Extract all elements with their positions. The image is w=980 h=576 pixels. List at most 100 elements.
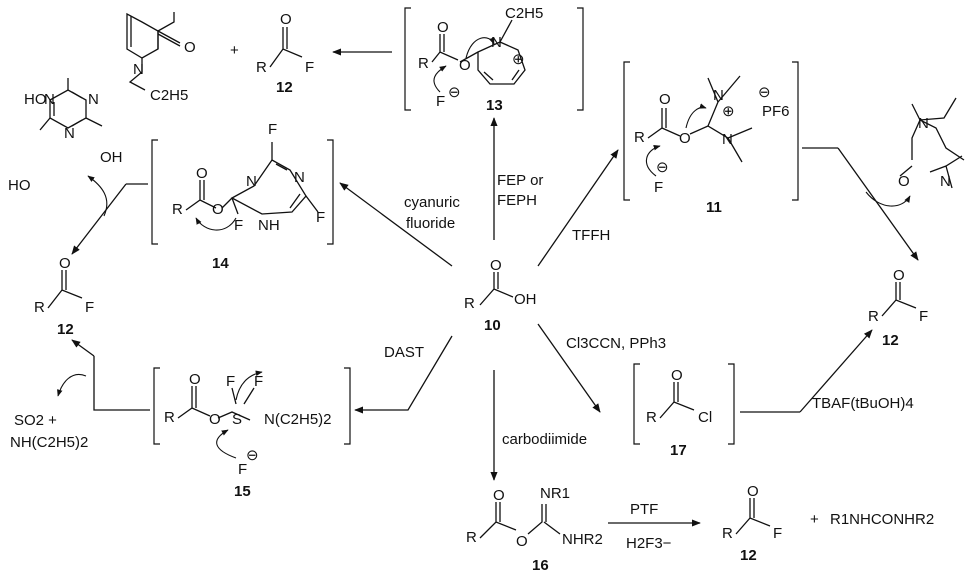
compound-number: 12 — [57, 321, 74, 338]
atom-label: O — [516, 533, 528, 550]
atom-label: F — [773, 525, 782, 542]
reagent-label: PTF — [630, 501, 658, 518]
charge-minus: ⊖ — [758, 84, 771, 101]
atom-label: F — [436, 93, 445, 110]
compound-number: 10 — [484, 317, 501, 334]
atom-label: NR1 — [540, 485, 570, 502]
atom-label: F — [226, 373, 235, 390]
atom-label: N — [246, 173, 257, 190]
charge-minus: ⊖ — [656, 159, 669, 176]
reagent-label: FEP or — [497, 172, 543, 189]
atom-label: N — [64, 125, 75, 142]
atom-label: O — [280, 11, 292, 28]
intermediate-17: R O Cl 17 — [633, 363, 735, 459]
compound-number: 12 — [740, 547, 757, 564]
compound-10: R O OH 10 — [464, 257, 537, 334]
atom-label: N — [491, 34, 502, 51]
byproduct-label: R1NHCONHR2 — [830, 511, 934, 528]
atom-label: O — [196, 165, 208, 182]
acyl-fluoride-12-right: R O F 12 — [868, 267, 928, 349]
intermediate-14: R O O N N F F F NH 14 — [151, 121, 334, 272]
atom-label: R — [172, 201, 183, 218]
plus-sign: + — [810, 511, 819, 528]
atom-label: F — [268, 121, 277, 138]
charge-plus: ⊕ — [512, 51, 525, 68]
n-ethylpyridinone: N O C2H5 + — [126, 12, 239, 104]
atom-label: F — [238, 461, 247, 478]
atom-label: S — [232, 411, 242, 428]
intermediate-15: R O O S F F N(C2H5)2 F ⊖ 15 — [153, 367, 351, 500]
arrow-10-to-17 — [537, 323, 601, 413]
atom-label: O — [212, 201, 224, 218]
atom-label: N — [918, 115, 929, 132]
atom-label: R — [164, 409, 175, 426]
atom-label: N — [133, 61, 144, 78]
reagent-label: fluoride — [406, 215, 455, 232]
atom-label: R — [418, 55, 429, 72]
atom-label: N — [294, 169, 305, 186]
atom-label: PF6 — [762, 103, 790, 120]
acyl-fluoride-12-top: R O F 12 — [256, 11, 314, 96]
atom-label: N — [713, 87, 724, 104]
atom-label: C2H5 — [505, 5, 543, 22]
atom-label: O — [490, 257, 502, 274]
atom-label: O — [679, 130, 691, 147]
arrow-10-to-14 — [339, 182, 453, 267]
intermediate-13: R O O N C2H5 ⊕ F ⊖ 13 — [404, 5, 584, 114]
intermediate-16: R O O NR1 NHR2 16 — [466, 485, 603, 574]
atom-label: F — [305, 59, 314, 76]
byproduct-label: NH(C2H5)2 — [10, 434, 88, 451]
atom-label: O — [59, 255, 71, 272]
atom-label: F — [85, 299, 94, 316]
byproduct-label: SO2 + — [14, 412, 57, 429]
atom-label: R — [868, 308, 879, 325]
atom-label: O — [209, 411, 221, 428]
reagent-label: Cl3CCN, PPh3 — [566, 335, 666, 352]
curved-arrow-so2 — [57, 374, 87, 397]
atom-label: O — [747, 483, 759, 500]
arrow-11-to-12 — [837, 147, 919, 261]
charge-plus: ⊕ — [722, 103, 735, 120]
arrow-15-to-12 — [71, 339, 95, 357]
atom-label: R — [634, 129, 645, 146]
atom-label: R — [34, 299, 45, 316]
compound-number: 14 — [212, 255, 229, 272]
acyl-fluoride-12-left: R O F 12 — [34, 255, 94, 338]
charge-minus: ⊖ — [448, 84, 461, 101]
atom-label: C2H5 — [150, 87, 188, 104]
atom-label: O — [893, 267, 905, 284]
compound-number: 13 — [486, 97, 503, 114]
curved-arrow-triazine — [87, 175, 108, 217]
trihydroxytriazine: N N N HO OH HO — [8, 78, 123, 194]
intermediate-11: R O O N N ⊕ ⊖ PF6 F ⊖ 11 — [623, 61, 799, 216]
atom-label: O — [671, 367, 683, 384]
atom-label: N — [88, 91, 99, 108]
atom-label: R — [464, 295, 475, 312]
atom-label: F — [919, 308, 928, 325]
atom-label: HO — [8, 177, 31, 194]
curved-arrow-urea — [865, 191, 911, 207]
atom-label: R — [722, 525, 733, 542]
atom-label: R — [646, 409, 657, 426]
line-15-exit — [93, 356, 150, 411]
reagent-label: FEPH — [497, 192, 537, 209]
atom-label: NH — [258, 217, 280, 234]
compound-number: 17 — [670, 442, 687, 459]
charge-minus: ⊖ — [246, 447, 259, 464]
atom-label: O — [437, 19, 449, 36]
compound-number: 15 — [234, 483, 251, 500]
atom-label: R — [466, 529, 477, 546]
compound-number: 11 — [706, 199, 722, 216]
atom-label: Cl — [698, 409, 712, 426]
atom-label: O — [189, 371, 201, 388]
arrow-17-to-12 — [799, 329, 873, 413]
atom-label: N(C2H5)2 — [264, 411, 332, 428]
compound-number: 12 — [276, 79, 293, 96]
atom-label: F — [234, 217, 243, 234]
atom-label: O — [493, 487, 505, 504]
atom-label: F — [254, 373, 263, 390]
atom-label: F — [654, 179, 663, 196]
reagent-label: TFFH — [572, 227, 610, 244]
